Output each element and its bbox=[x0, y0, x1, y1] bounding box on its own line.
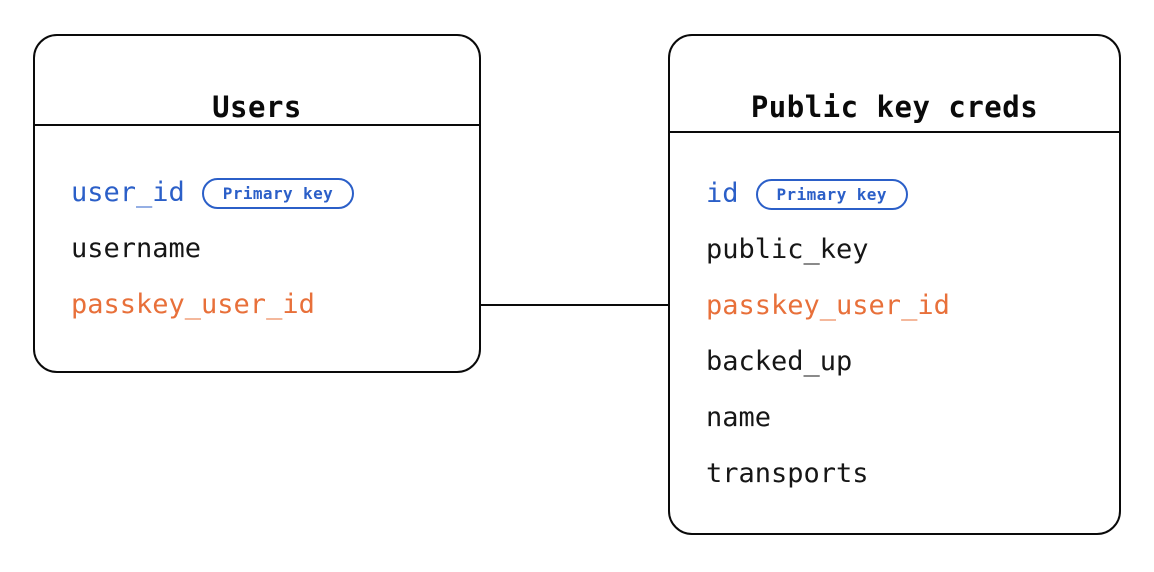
field-name-username: username bbox=[71, 233, 202, 264]
entity-public-key-creds[interactable]: Public key creds id Primary key public_k… bbox=[668, 34, 1121, 535]
field-row-name[interactable]: name bbox=[706, 402, 771, 434]
entity-users-title: Users bbox=[212, 90, 302, 124]
field-row-username[interactable]: username bbox=[71, 233, 201, 265]
field-name-passkey-user-id: passkey_user_id bbox=[71, 289, 315, 320]
field-row-transports[interactable]: transports bbox=[706, 458, 869, 490]
primary-key-badge: Primary key bbox=[755, 178, 908, 210]
entity-public-key-creds-header-divider bbox=[670, 131, 1119, 133]
field-name-public-key: public_key bbox=[706, 234, 869, 265]
relationship-connector-users-public-key-creds bbox=[479, 304, 670, 306]
field-name-transports: transports bbox=[706, 458, 869, 489]
field-row-id[interactable]: id Primary key bbox=[706, 178, 908, 210]
field-row-backed-up[interactable]: backed_up bbox=[706, 346, 852, 378]
field-name-name: name bbox=[706, 402, 772, 433]
field-row-user-id[interactable]: user_id Primary key bbox=[71, 177, 355, 209]
field-name-user-id: user_id bbox=[71, 177, 185, 208]
field-row-passkey-user-id[interactable]: passkey_user_id bbox=[71, 289, 315, 321]
field-name-id: id bbox=[706, 178, 739, 209]
field-row-passkey-user-id[interactable]: passkey_user_id bbox=[706, 290, 950, 322]
primary-key-badge: Primary key bbox=[201, 177, 355, 209]
entity-users-header-divider bbox=[35, 124, 479, 126]
entity-public-key-creds-title: Public key creds bbox=[750, 90, 1039, 124]
field-name-passkey-user-id: passkey_user_id bbox=[706, 290, 950, 321]
field-row-public-key[interactable]: public_key bbox=[706, 234, 869, 266]
entity-users[interactable]: Users user_id Primary key username passk… bbox=[33, 34, 481, 373]
field-name-backed-up: backed_up bbox=[706, 346, 853, 377]
